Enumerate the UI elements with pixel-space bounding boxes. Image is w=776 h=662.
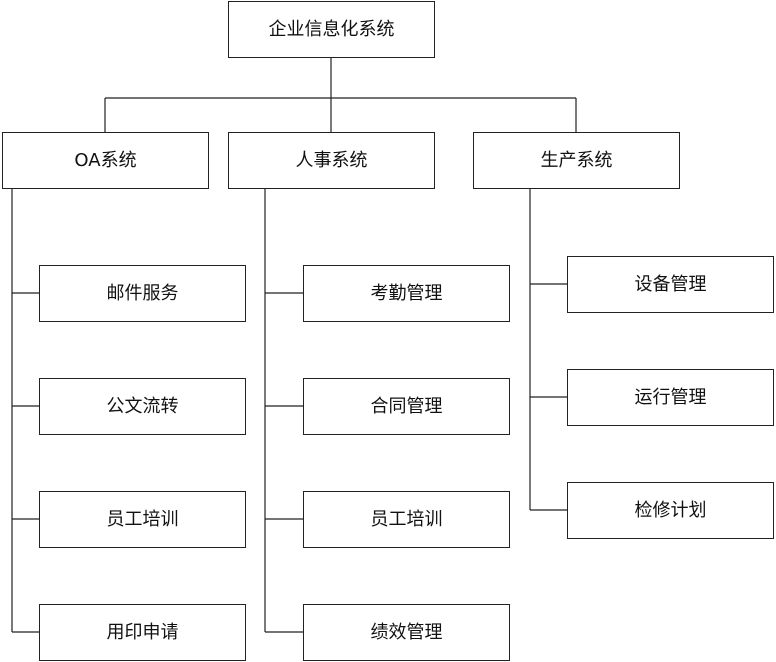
system-node-production: 生产系统 [473, 132, 680, 189]
hr-child-node: 员工培训 [303, 491, 510, 548]
hr-child-node: 绩效管理 [303, 604, 510, 661]
system-label-production: 生产系统 [540, 149, 613, 171]
hr-child-node: 考勤管理 [303, 265, 510, 322]
oa-child-node: 员工培训 [39, 491, 246, 548]
production-child-node: 设备管理 [567, 256, 774, 313]
oa-child-label: 邮件服务 [106, 282, 179, 304]
system-node-hr: 人事系统 [228, 132, 435, 189]
hr-child-label: 绩效管理 [370, 621, 443, 643]
production-child-label: 运行管理 [634, 386, 707, 408]
production-child-node: 运行管理 [567, 369, 774, 426]
root-label: 企业信息化系统 [268, 18, 395, 40]
production-child-node: 检修计划 [567, 482, 774, 539]
root-node: 企业信息化系统 [228, 1, 435, 58]
system-node-oa: OA系统 [2, 132, 209, 189]
oa-child-label: 用印申请 [106, 621, 179, 643]
hr-child-label: 员工培训 [370, 508, 443, 530]
oa-child-label: 员工培训 [106, 508, 179, 530]
hr-child-node: 合同管理 [303, 378, 510, 435]
production-child-label: 设备管理 [634, 273, 707, 295]
oa-child-node: 用印申请 [39, 604, 246, 661]
system-label-oa: OA系统 [74, 149, 137, 171]
system-label-hr: 人事系统 [295, 149, 368, 171]
production-child-label: 检修计划 [634, 499, 707, 521]
hr-child-label: 合同管理 [370, 395, 443, 417]
oa-child-label: 公文流转 [106, 395, 179, 417]
oa-child-node: 邮件服务 [39, 265, 246, 322]
oa-child-node: 公文流转 [39, 378, 246, 435]
hr-child-label: 考勤管理 [370, 282, 443, 304]
